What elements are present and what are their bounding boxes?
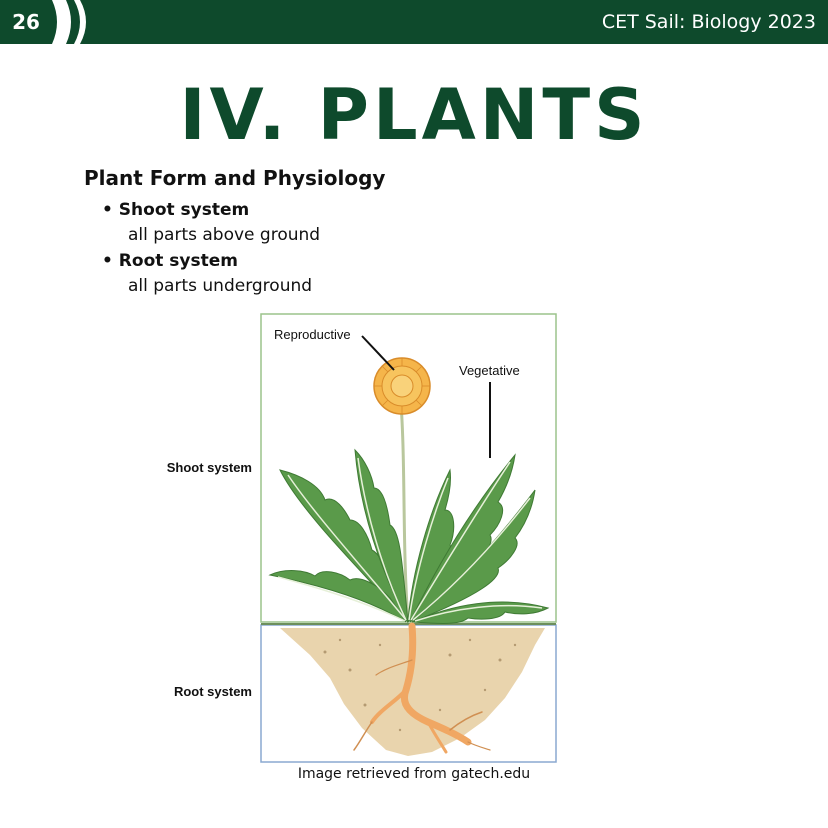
plant-diagram: Reproductive Vegetative Shoot system Roo… [167,313,557,763]
bullet-label: Shoot system [118,200,250,220]
reproductive-pointer [361,335,395,371]
vegetative-label: Vegetative [459,363,520,378]
flower-head [373,357,431,415]
taproot [353,622,491,754]
header-bar: 26 CET Sail: Biology 2023 [0,0,828,44]
bullet-shoot-system: • Shoot system [102,200,250,220]
bullet-description: all parts underground [128,276,313,296]
page-title: IV. PLANTS [179,74,649,156]
image-caption: Image retrieved from gatech.edu [297,766,531,782]
reproductive-label: Reproductive [274,327,351,342]
shoot-system-label: Shoot system [167,460,252,475]
leaf-veins [277,457,543,622]
leaf [354,448,409,623]
leaf [412,601,550,624]
soil-specks [323,638,517,732]
bullet-root-system: • Root system [102,251,238,271]
bullet-label: Root system [118,251,238,271]
bullet-description: all parts above ground [128,225,321,245]
page-number: 26 [12,10,40,34]
course-title: CET Sail: Biology 2023 [601,11,816,33]
soil-area [280,628,545,756]
section-title: Plant Form and Physiology [84,166,386,190]
flower-stem [398,389,410,623]
header-swoosh-decoration [52,0,86,44]
root-system-label: Root system [174,684,252,699]
leaf [268,570,407,623]
